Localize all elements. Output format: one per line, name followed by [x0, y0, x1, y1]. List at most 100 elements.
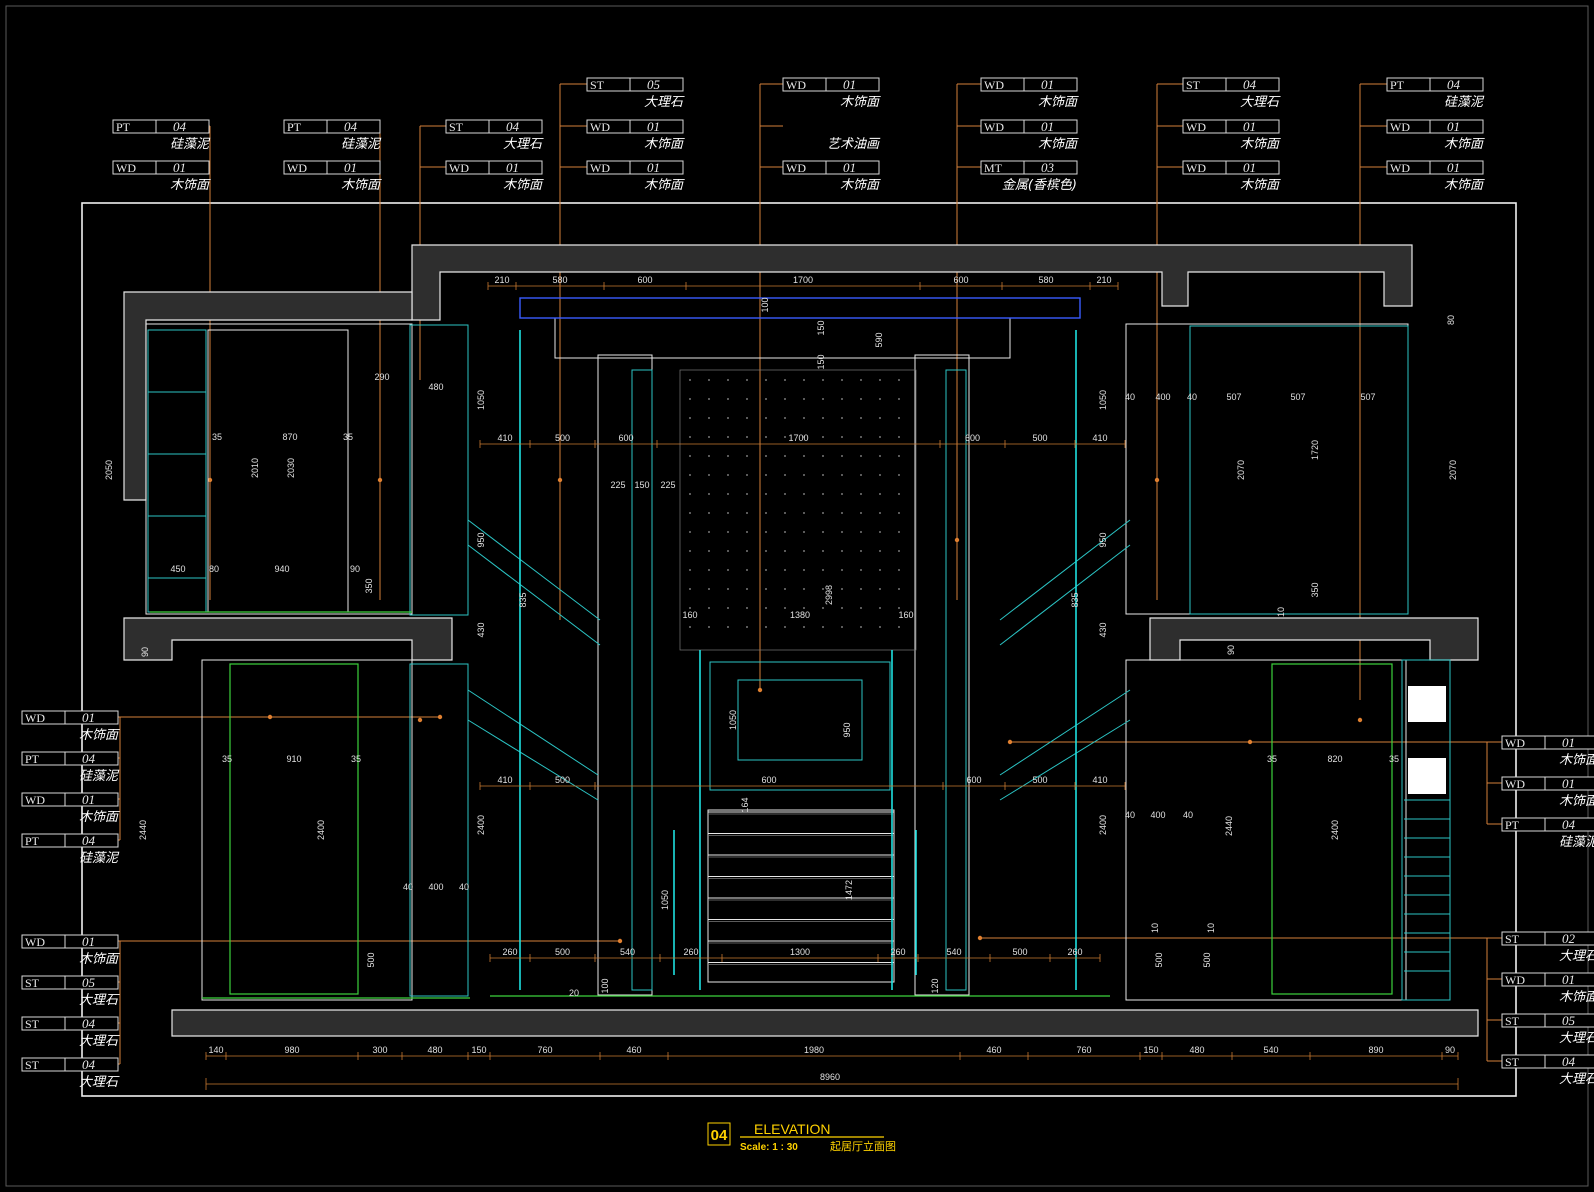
- leader-dot: [954, 537, 960, 543]
- leader-dot: [437, 714, 443, 720]
- dim-text: 410: [497, 775, 512, 785]
- pattern-dot: [860, 417, 862, 419]
- tag-code: ST: [1505, 1055, 1520, 1069]
- pattern-dot: [765, 569, 767, 571]
- tag-box: [1501, 972, 1594, 987]
- shelf-decor-box: [1408, 686, 1446, 722]
- tag-box: [445, 160, 543, 175]
- pattern-dot: [822, 626, 824, 628]
- tag-number: 01: [1041, 77, 1054, 92]
- tag-material: 金属(香槟色): [1002, 177, 1077, 193]
- dim-text: 1300: [790, 947, 810, 957]
- dim-text: 225: [610, 480, 625, 490]
- drawing-number: 04: [711, 1127, 728, 1144]
- tag-number: 01: [843, 160, 856, 175]
- pattern-dot: [727, 398, 729, 400]
- elevation-panel-3: [409, 324, 469, 616]
- pattern-dot: [898, 626, 900, 628]
- tag-box: [1501, 1054, 1594, 1069]
- dim-text: 2050: [104, 460, 114, 480]
- tag-box: [112, 119, 210, 134]
- tag-number: 04: [173, 119, 187, 134]
- tag-number: 04: [82, 751, 96, 766]
- pattern-dot: [898, 512, 900, 514]
- tag-material: 硅藻泥: [1444, 95, 1485, 110]
- dim-text: 500: [1032, 775, 1047, 785]
- pattern-dot: [879, 379, 881, 381]
- leader-dot: [617, 938, 623, 944]
- tag-material: 大理石: [79, 1075, 120, 1090]
- dim-text: 760: [537, 1045, 552, 1055]
- dim-text: 950: [842, 722, 852, 737]
- elevation-panel-8: [914, 354, 970, 996]
- tag-material: 木饰面: [1038, 95, 1079, 110]
- tag-material: 大理石: [1240, 95, 1281, 110]
- dim-text: 580: [552, 275, 567, 285]
- tag-box: [586, 77, 684, 92]
- pattern-dot: [841, 512, 843, 514]
- pattern-dot: [708, 550, 710, 552]
- pattern-dot: [898, 569, 900, 571]
- tag-code: PT: [116, 120, 131, 134]
- tag-material: 硅藻泥: [170, 137, 211, 152]
- pattern-dot: [879, 436, 881, 438]
- stair-stringer: [467, 519, 601, 621]
- pattern-dot: [708, 607, 710, 609]
- pattern-dot: [822, 436, 824, 438]
- pattern-dot: [841, 531, 843, 533]
- pattern-dot: [898, 493, 900, 495]
- pattern-dot: [765, 379, 767, 381]
- pattern-dot: [822, 531, 824, 533]
- pattern-dot: [784, 626, 786, 628]
- pattern-dot: [708, 588, 710, 590]
- dim-text: 1700: [788, 433, 808, 443]
- tag-material: 木饰面: [79, 728, 120, 743]
- pattern-dot: [727, 550, 729, 552]
- tag-number: 04: [82, 1016, 96, 1031]
- dim-text: 2400: [316, 820, 326, 840]
- pattern-dot: [898, 550, 900, 552]
- elevation-panel-6: [409, 663, 469, 997]
- elevation-panel-14: [709, 661, 891, 791]
- tag-box: [21, 792, 119, 807]
- pattern-dot: [765, 417, 767, 419]
- tag-material: 木饰面: [170, 178, 211, 193]
- pattern-dot: [860, 512, 862, 514]
- tag-material: 大理石: [1559, 1031, 1594, 1046]
- pattern-dot: [784, 398, 786, 400]
- pattern-dot: [784, 531, 786, 533]
- pattern-dot: [784, 588, 786, 590]
- tag-number: 05: [647, 77, 661, 92]
- dim-text: 950: [476, 532, 486, 547]
- tag-number: 01: [1562, 735, 1575, 750]
- dim-text: 410: [497, 433, 512, 443]
- elevation-panel-13: [519, 297, 1081, 319]
- dim-text: 2070: [1236, 460, 1246, 480]
- elevation-panel-7: [597, 354, 653, 996]
- tag-code: WD: [25, 711, 45, 725]
- dim-text: 1700: [793, 275, 813, 285]
- tag-code: ST: [1505, 1014, 1520, 1028]
- pattern-dot: [879, 398, 881, 400]
- tag-code: WD: [1505, 777, 1525, 791]
- dim-text: 40: [1187, 392, 1197, 402]
- dim-text: 150: [471, 1045, 486, 1055]
- tag-material: 木饰面: [1559, 753, 1594, 768]
- pattern-dot: [841, 379, 843, 381]
- pattern-dot: [765, 512, 767, 514]
- dim-text: 210: [494, 275, 509, 285]
- pattern-dot: [689, 512, 691, 514]
- tag-box: [1182, 77, 1280, 92]
- pattern-dot: [822, 379, 824, 381]
- tag-code: ST: [25, 1017, 40, 1031]
